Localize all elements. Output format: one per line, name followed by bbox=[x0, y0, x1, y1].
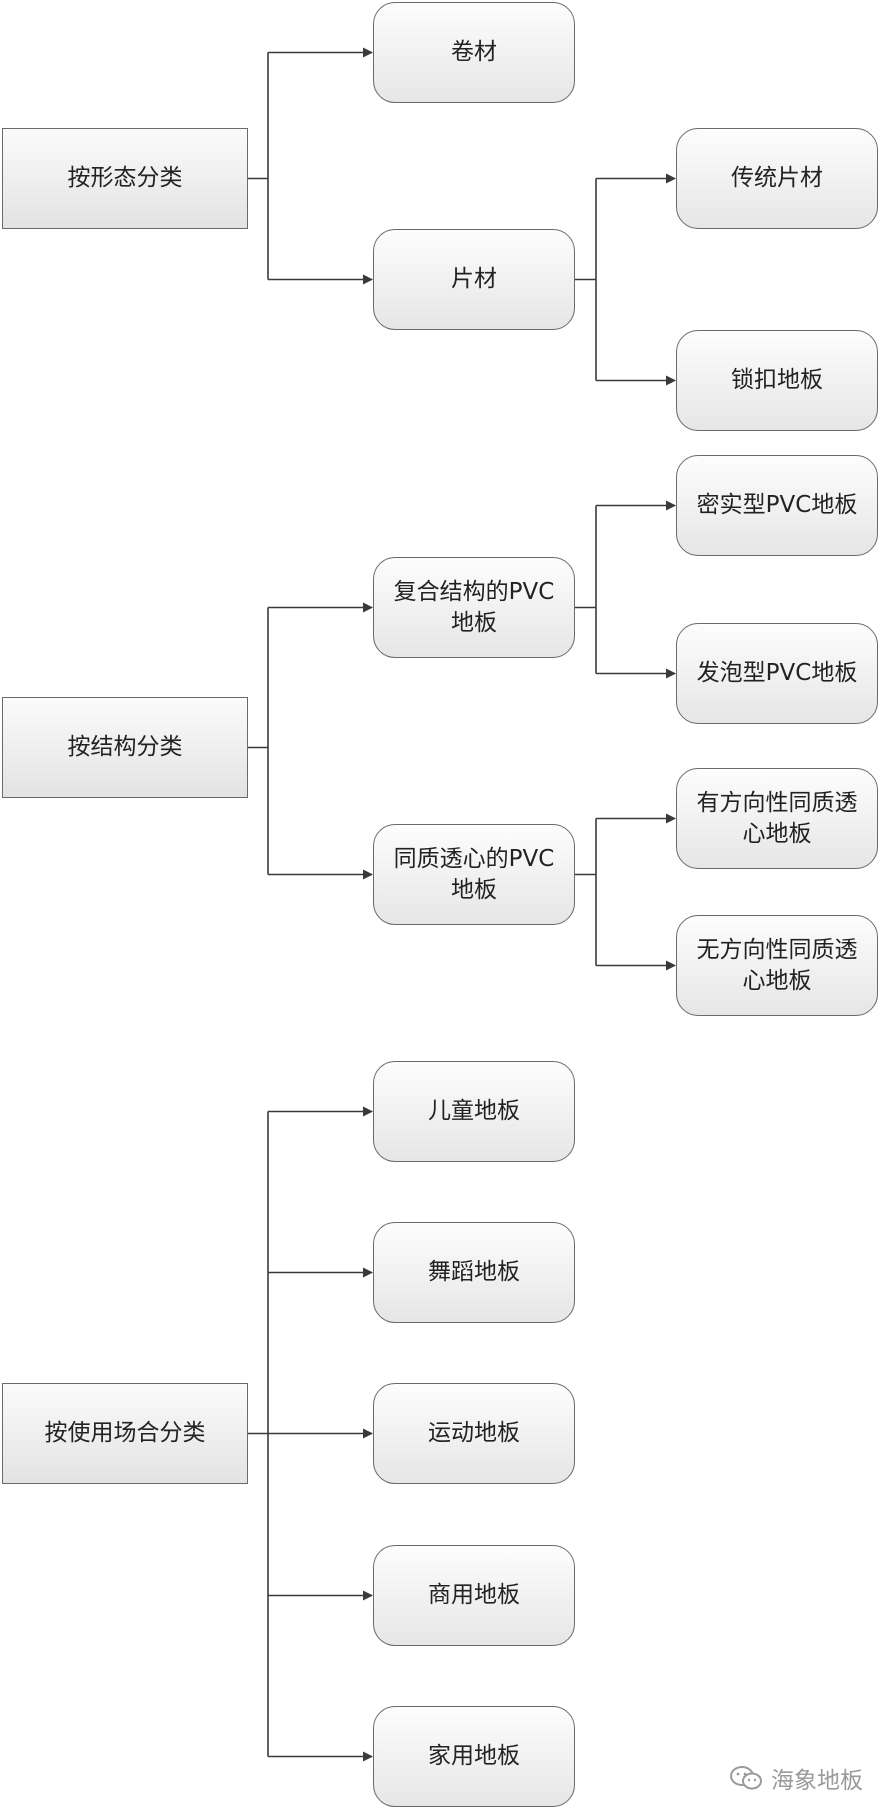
root-by-usage: 按使用场合分类 bbox=[2, 1383, 248, 1484]
node-sports-floor: 运动地板 bbox=[373, 1383, 575, 1484]
node-dance-floor: 舞蹈地板 bbox=[373, 1222, 575, 1323]
node-home-floor: 家用地板 bbox=[373, 1706, 575, 1807]
node-composite-pvc: 复合结构的PVC 地板 bbox=[373, 557, 575, 658]
wechat-icon bbox=[730, 1766, 762, 1790]
node-rolls: 卷材 bbox=[373, 2, 575, 103]
root-by-structure: 按结构分类 bbox=[2, 697, 248, 798]
leaf-directional-homogeneous: 有方向性同质透 心地板 bbox=[676, 768, 878, 869]
leaf-traditional-sheet: 传统片材 bbox=[676, 128, 878, 229]
leaf-dense-pvc: 密实型PVC地板 bbox=[676, 455, 878, 556]
leaf-foamed-pvc: 发泡型PVC地板 bbox=[676, 623, 878, 724]
node-commercial-floor: 商用地板 bbox=[373, 1545, 575, 1646]
watermark: 海象地板 bbox=[729, 1761, 863, 1795]
node-homogeneous-pvc: 同质透心的PVC 地板 bbox=[373, 824, 575, 925]
root-by-form: 按形态分类 bbox=[2, 128, 248, 229]
watermark-text: 海象地板 bbox=[771, 1768, 863, 1794]
leaf-nondirectional-homogeneous: 无方向性同质透 心地板 bbox=[676, 915, 878, 1016]
node-sheets: 片材 bbox=[373, 229, 575, 330]
leaf-click-lock-floor: 锁扣地板 bbox=[676, 330, 878, 431]
node-children-floor: 儿童地板 bbox=[373, 1061, 575, 1162]
